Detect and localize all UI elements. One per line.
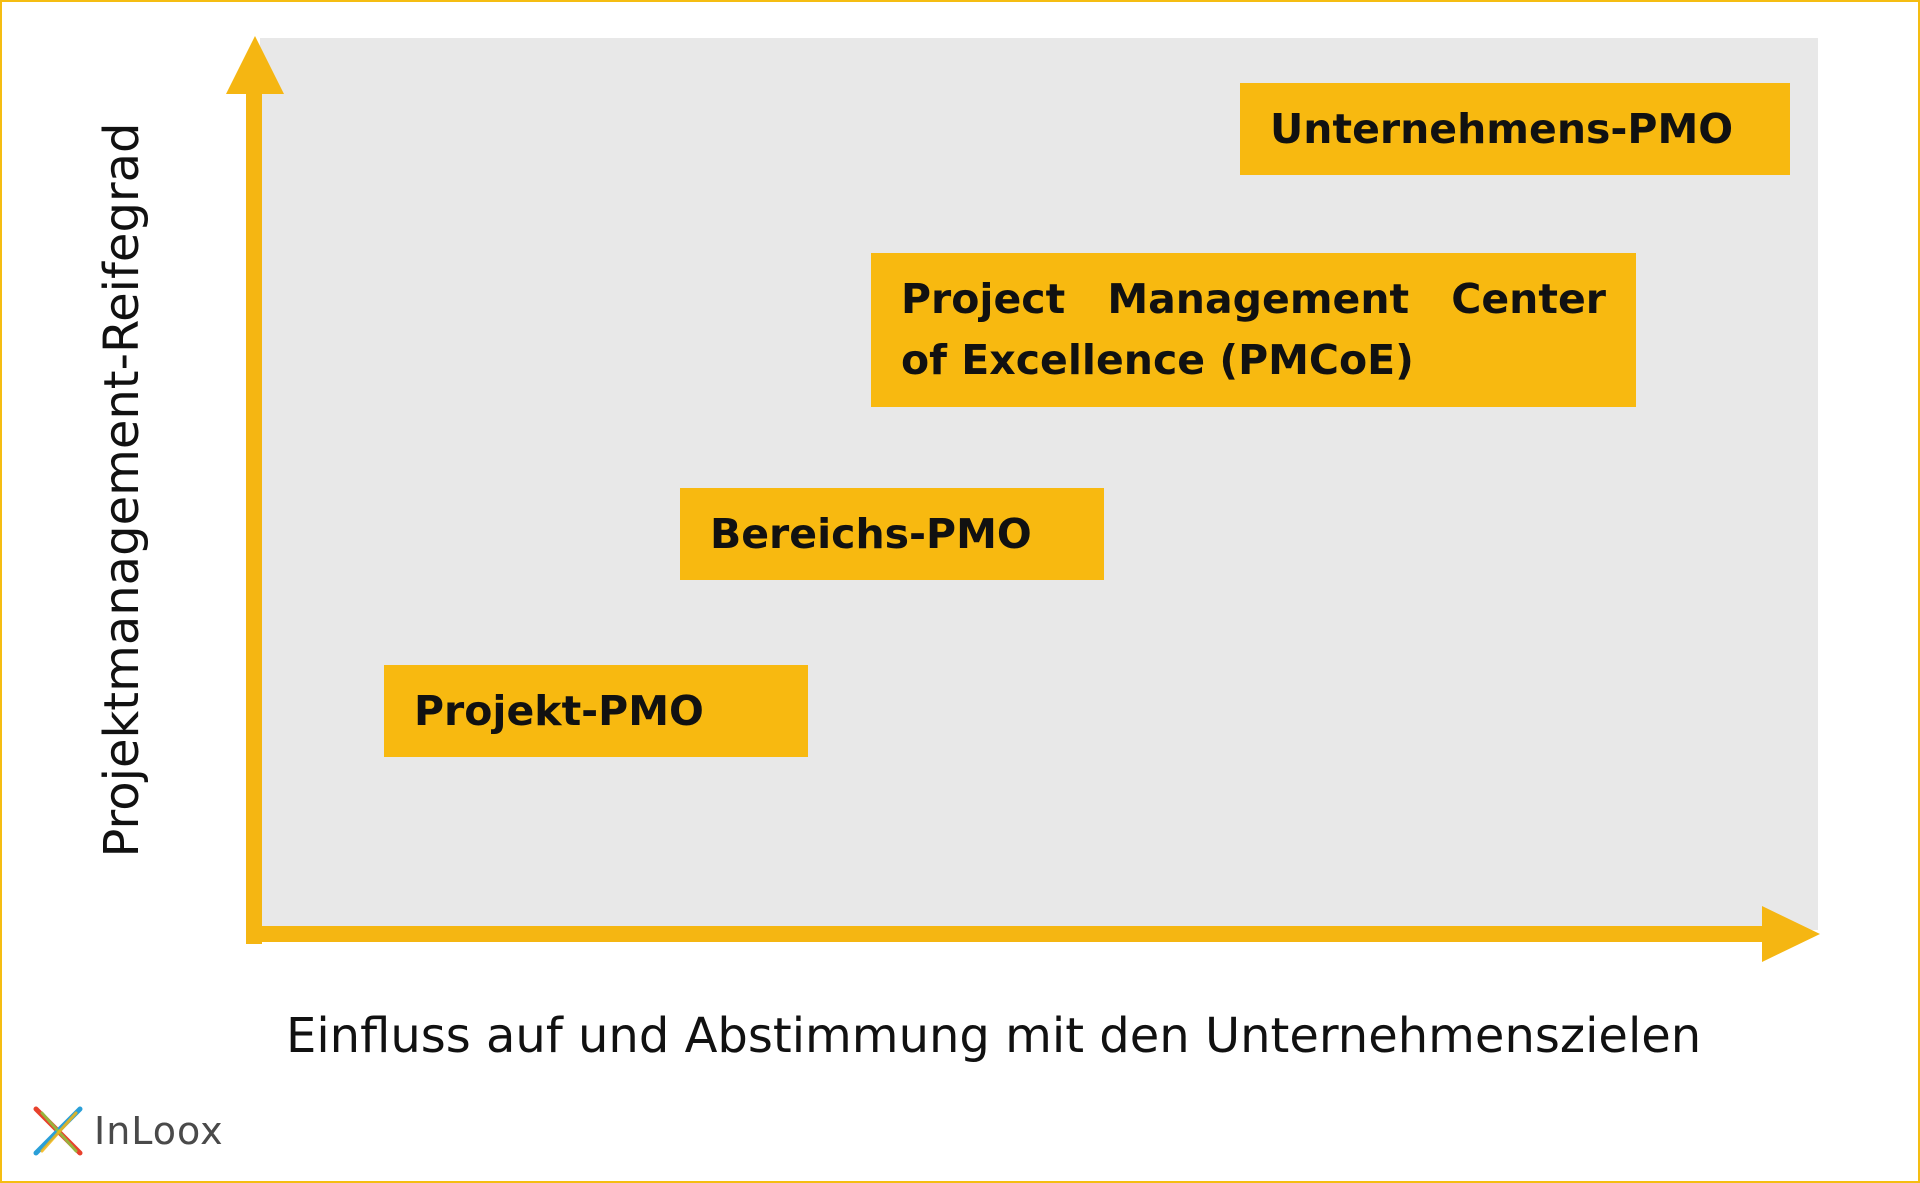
box-pmcoe-line-2: of Excellence (PMCoE)	[901, 336, 1414, 384]
inloox-logo: InLoox	[32, 1105, 224, 1157]
box-pmcoe-text: Project Management Center of Excellence …	[901, 269, 1606, 391]
inloox-logo-text: InLoox	[94, 1109, 224, 1153]
x-axis-label: Einfluss auf und Abstimmung mit den Unte…	[286, 1008, 1702, 1064]
box-unternehmens-pmo-label: Unternehmens-PMO	[1270, 105, 1734, 153]
box-unternehmens-pmo: Unternehmens-PMO	[1240, 83, 1790, 175]
box-pmcoe: Project Management Center of Excellence …	[871, 253, 1636, 407]
y-axis-label: Projektmanagement-Reifegrad	[94, 122, 150, 858]
box-pmcoe-line-1: Project Management Center	[901, 275, 1606, 323]
inloox-logo-icon	[33, 1106, 83, 1156]
y-axis-arrow-shaft	[246, 88, 262, 944]
box-bereichs-pmo-label: Bereichs-PMO	[710, 510, 1032, 558]
box-projekt-pmo-label: Projekt-PMO	[414, 687, 704, 735]
y-axis-arrow-head	[226, 36, 284, 94]
diagram-background	[260, 38, 1818, 930]
box-bereichs-pmo: Bereichs-PMO	[680, 488, 1104, 580]
x-axis-arrow-shaft	[246, 926, 1766, 942]
box-projekt-pmo: Projekt-PMO	[384, 665, 808, 757]
x-axis-arrow-head	[1762, 906, 1820, 962]
